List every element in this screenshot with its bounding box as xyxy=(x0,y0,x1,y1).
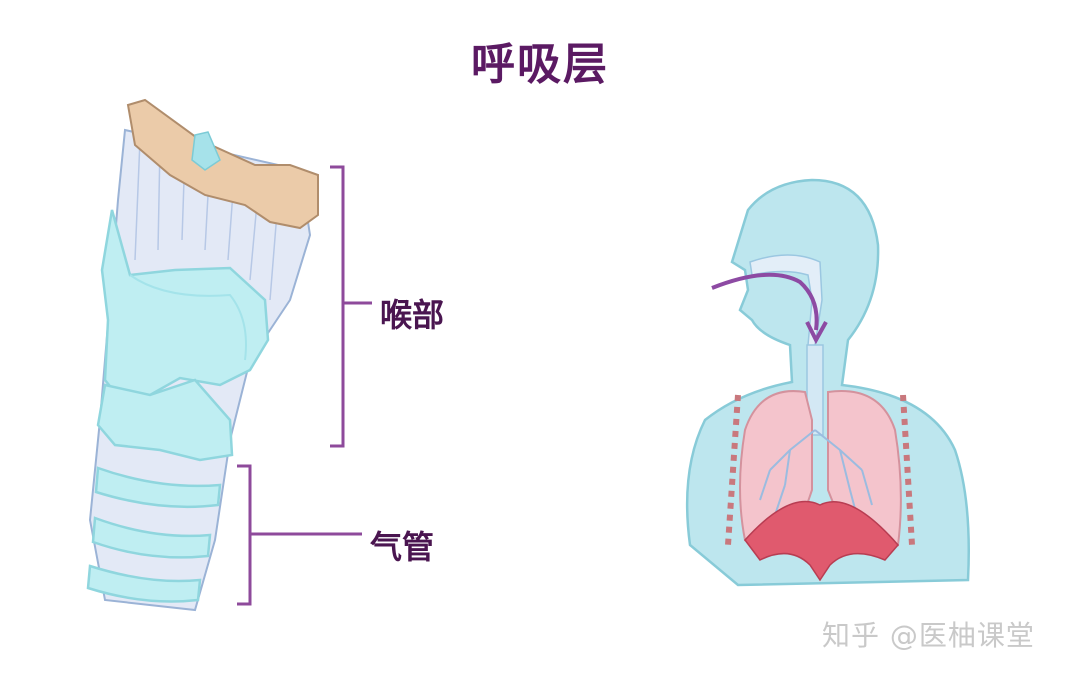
larynx-bracket xyxy=(330,165,372,448)
tracheal-ring xyxy=(94,466,222,509)
diaphragm xyxy=(744,500,899,582)
page-title: 呼吸层 xyxy=(471,39,609,90)
larynx-trachea-illustration xyxy=(86,98,319,612)
thyroid-cartilage xyxy=(100,209,270,407)
tracheal-ring xyxy=(91,516,212,559)
torso-respiratory-illustration xyxy=(685,178,970,587)
tracheal-rings xyxy=(86,466,222,603)
airflow-arrowhead xyxy=(805,321,828,345)
epiglottis xyxy=(191,131,221,171)
trachea-bracket xyxy=(237,464,362,606)
larynx-label: 喉部 xyxy=(380,296,445,334)
cricoid-cartilage xyxy=(96,378,234,462)
bronchial-tree xyxy=(759,429,873,521)
airflow-arrow xyxy=(711,272,819,331)
tracheal-ring xyxy=(86,564,202,603)
trachea-label: 气管 xyxy=(370,528,435,566)
watermark: 知乎 @医柚课堂 xyxy=(822,619,1035,652)
